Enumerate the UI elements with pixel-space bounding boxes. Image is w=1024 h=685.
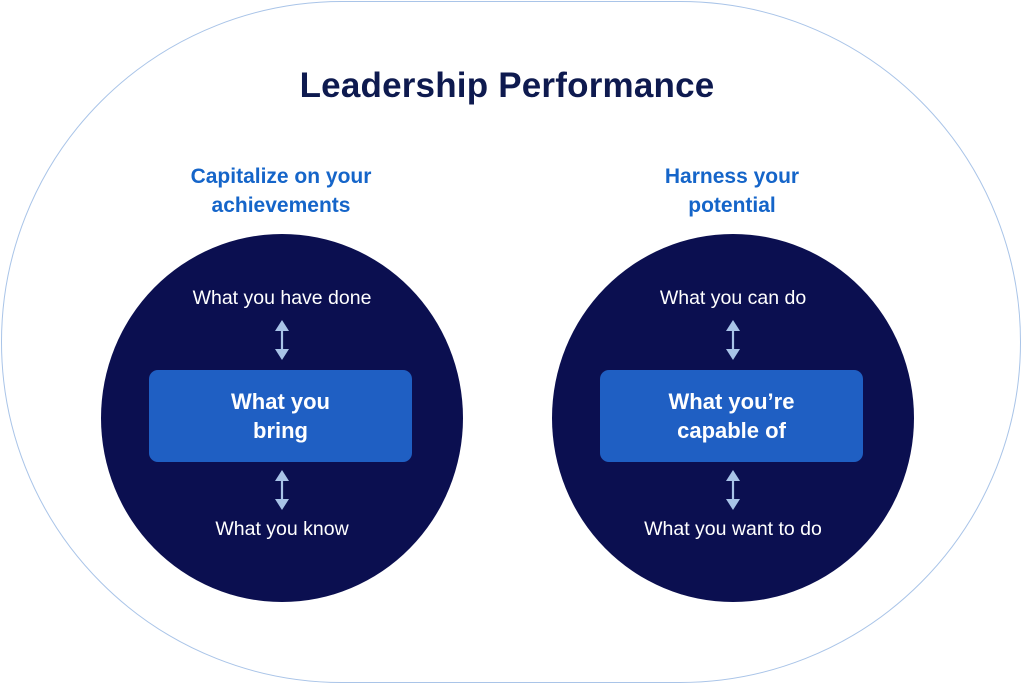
left-top-label: What you have done (192, 287, 372, 309)
left-center-line-2: bring (253, 418, 308, 443)
left-center-box: What you bring (149, 370, 412, 462)
diagram-title: Leadership Performance (299, 66, 715, 105)
right-circle: What you can do What you’re capable of W… (552, 234, 914, 602)
right-center-line-1: What you’re (668, 389, 795, 414)
left-subheading-line-1: Capitalize on your (190, 165, 372, 188)
right-center-line-2: capable of (677, 418, 786, 443)
double-arrow-icon (726, 470, 740, 510)
right-top-label: What you can do (659, 287, 807, 309)
left-subheading: Capitalize on your achievements (101, 162, 461, 220)
left-bottom-label: What you know (215, 518, 349, 540)
right-bottom-label: What you want to do (644, 518, 822, 540)
right-center-box: What you’re capable of (600, 370, 863, 462)
left-center-line-1: What you (231, 389, 330, 414)
right-subheading-line-2: potential (688, 194, 776, 217)
double-arrow-icon (275, 470, 289, 510)
double-arrow-icon (726, 320, 740, 360)
double-arrow-icon (275, 320, 289, 360)
right-subheading: Harness your potential (552, 162, 912, 220)
right-subheading-line-1: Harness your (664, 165, 800, 188)
left-subheading-line-2: achievements (211, 194, 351, 217)
left-circle: What you have done What you bring What y… (101, 234, 463, 602)
